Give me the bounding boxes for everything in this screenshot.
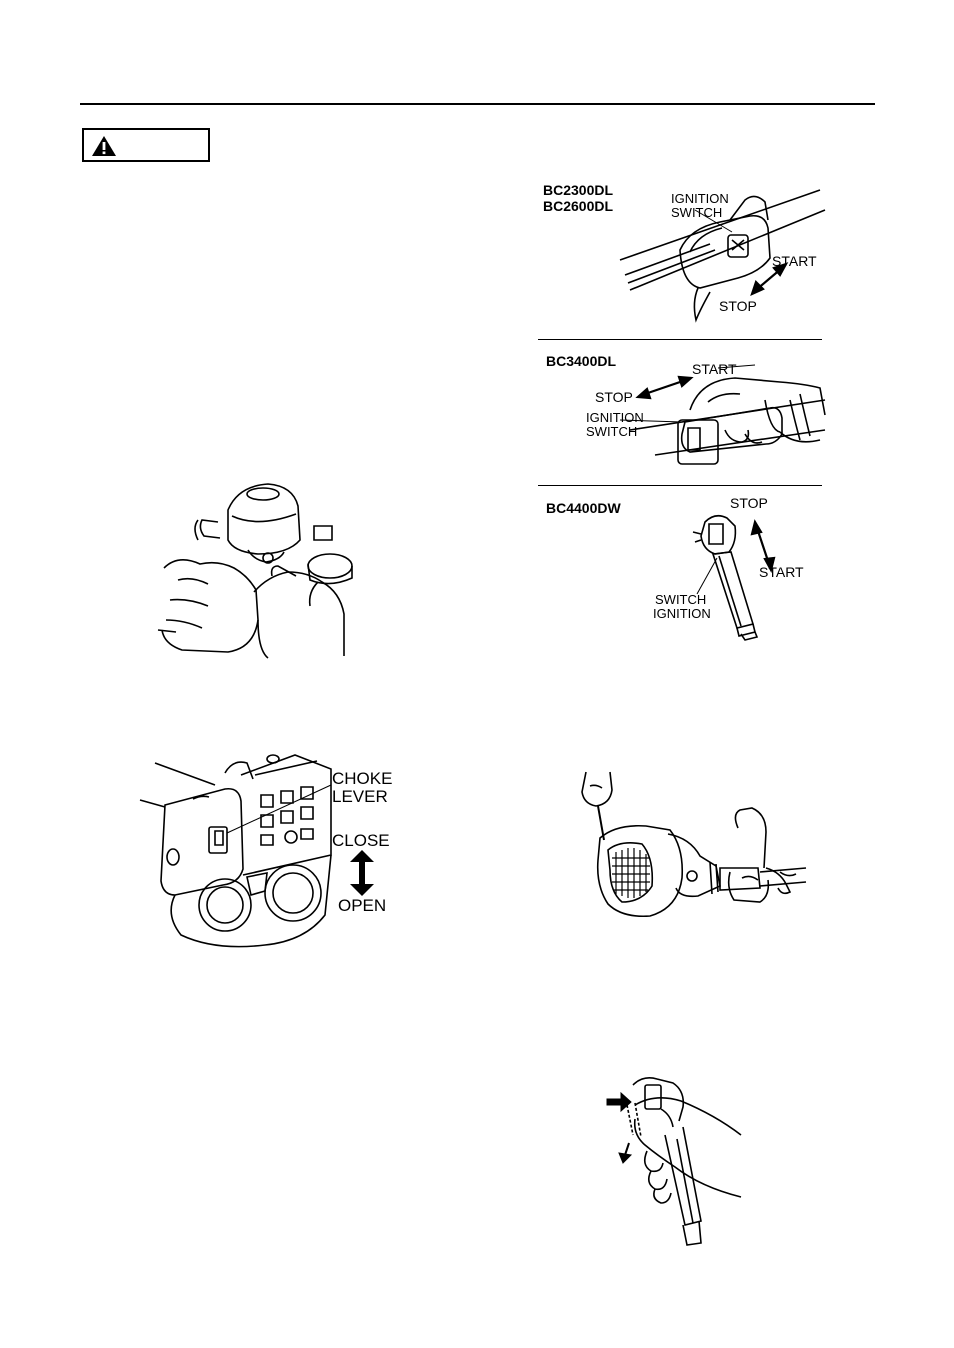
fuel-cap-hands-illustration	[158, 480, 368, 660]
ignition-label-line2: SWITCH	[671, 205, 723, 220]
ignition-label-line1-b: IGNITION	[586, 410, 644, 425]
close-label: CLOSE	[332, 831, 390, 850]
switch-ignition-line2: IGNITION	[653, 606, 711, 621]
start-label-2: START	[692, 361, 737, 377]
header-rule	[80, 103, 875, 105]
ignition-switch-illustration-bc3400dl	[630, 360, 830, 475]
stop-label-1: STOP	[719, 298, 757, 314]
model-label-bc2600dl: BC2600DL	[543, 198, 614, 214]
choke-label-line2: LEVER	[332, 787, 388, 806]
choke-label-line1: CHOKE	[332, 769, 393, 788]
ignition-label-line1: IGNITION	[671, 191, 729, 206]
model-label-bc4400dw: BC4400DW	[546, 500, 621, 516]
warning-triangle-icon	[92, 136, 116, 156]
open-label: OPEN	[338, 896, 387, 915]
section-divider-2	[538, 485, 822, 486]
choke-lever-illustration	[135, 745, 335, 955]
section-divider-1	[538, 339, 822, 340]
ignition-label-line2-b: SWITCH	[586, 424, 638, 439]
starting-recoil-pull-illustration	[580, 768, 810, 923]
model-label-bc2300dl: BC2300DL	[543, 182, 614, 198]
close-open-arrow-icon	[350, 850, 374, 896]
ignition-switch-illustration-bc2300dl	[620, 180, 830, 330]
warning-box	[82, 128, 210, 162]
ignition-switch-illustration-bc4400dw	[685, 512, 795, 642]
stop-label-3: STOP	[730, 495, 768, 511]
switch-ignition-line1: SWITCH	[655, 592, 707, 607]
model-label-bc3400dl: BC3400DL	[546, 353, 617, 369]
stop-label-2: STOP	[595, 389, 633, 405]
throttle-lock-hand-illustration	[605, 1075, 745, 1250]
